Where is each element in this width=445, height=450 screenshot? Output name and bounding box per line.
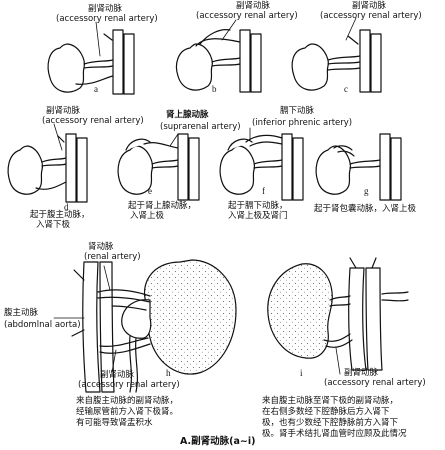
panel-e-note-2: 入肾上极 [130, 211, 165, 221]
kidney-f [219, 145, 255, 195]
aorta-h [82, 261, 101, 393]
panel-c-label-en: (accessory renal artery) [320, 11, 422, 21]
panel-e-letter: e [148, 186, 152, 196]
panel-a-label-en: (accessory renal artery) [56, 14, 158, 24]
kidney-a [47, 43, 85, 93]
aorta-c [359, 29, 371, 93]
panel-f-note-1: 起于膈下动脉， [228, 201, 288, 211]
panel-e-label-cn: 肾上腺动脉 [166, 110, 209, 120]
panel-c-letter: c [344, 84, 348, 94]
kidney-i [267, 263, 333, 359]
figure-caption: A.副肾动脉(a~i) [180, 436, 256, 447]
panel-c-label-cn: 副肾动脉 [352, 1, 387, 11]
panel-c-drawing [291, 29, 382, 93]
panel-d-note-1: 起于腹主动脉， [30, 210, 90, 220]
panel-h-acc-en: (accessory renal artery) [78, 380, 180, 390]
aorta-e [177, 133, 189, 201]
panel-h-note-3: 有可能导致肾盂积水 [76, 418, 153, 428]
leader-lines [53, 17, 357, 375]
aorta-i [348, 267, 367, 371]
panel-i-note-3: 极，也有少数经下腔静脉前方入肾下 [262, 418, 399, 428]
kidney-h [144, 259, 237, 375]
panel-i-letter: i [300, 368, 303, 378]
ivc-i [365, 267, 383, 371]
kidney-c [291, 43, 329, 91]
panel-b-label-cn: 副肾动脉 [236, 1, 271, 11]
panel-b-drawing [175, 29, 262, 93]
renal-pelvis-h [121, 299, 152, 339]
panel-h-aorta-cn: 腹主动脉 [4, 308, 39, 318]
panel-e-note-1: 起于肾上腺动脉， [128, 201, 197, 211]
panel-h-acc-cn: 副肾动脉 [100, 370, 135, 380]
panel-h-letter: h [166, 368, 171, 378]
panel-a-label-cn: 副肾动脉 [88, 4, 123, 14]
panel-d-drawing [7, 133, 88, 203]
panel-i-note-1: 来自腹主动脉至肾下极的副肾动脉， [262, 396, 399, 406]
panel-g-letter: g [364, 186, 369, 196]
ivc-d [76, 137, 88, 203]
ureter-h [128, 335, 139, 393]
panel-i-acc-cn: 副肾动脉 [344, 368, 379, 378]
panel-d-letter: d [64, 202, 69, 212]
aorta-a [112, 29, 124, 95]
panel-f-label-cn: 膈下动脉 [280, 106, 315, 116]
ivc-b [250, 33, 262, 93]
ivc-c [370, 33, 382, 93]
panel-f-letter: f [262, 186, 265, 196]
panel-f-label-en: (inferior phrenic artery) [252, 118, 353, 128]
panel-i-drawing [267, 257, 409, 371]
kidney-b [175, 43, 213, 91]
panel-d-label-en: (accessory renal artery) [42, 116, 144, 126]
ivc-g [390, 137, 402, 201]
aorta-b [239, 29, 251, 93]
panel-i-note-4: 极。肾手术结扎肾血管时应顾及此情况 [262, 429, 407, 439]
panel-h-renal-cn: 肾动脉 [88, 242, 114, 252]
aorta-g [379, 133, 391, 201]
panel-h-note-2: 经输尿管前方入肾下极肾。 [76, 407, 179, 417]
panel-b-letter: b [212, 84, 217, 94]
panel-g-note-1: 起于肾包囊动脉，入肾上极 [314, 204, 417, 214]
panel-e-label-en: (suprarenal artery) [160, 122, 241, 132]
panel-a-letter: a [94, 84, 98, 94]
aorta-d [65, 133, 77, 203]
panel-i-acc-en: (accessory renal artery) [324, 378, 426, 388]
panel-i-note-2: 在右侧多数经下腔静脉后方入肾下 [262, 407, 390, 417]
panel-e-drawing [117, 133, 200, 201]
panel-h-drawing [71, 259, 237, 393]
panel-f-note-2: 入肾上极及肾门 [228, 211, 288, 221]
panel-a-drawing [47, 29, 135, 95]
ivc-e [188, 137, 200, 201]
panel-g-drawing [315, 133, 402, 201]
panel-d-note-2: 入肾下极 [36, 220, 71, 230]
aorta-f [281, 133, 293, 201]
kidney-d [7, 145, 43, 195]
panel-h-renal-en: (renal artery) [84, 252, 141, 262]
ivc-h [99, 261, 115, 393]
panel-f-drawing [219, 133, 304, 201]
panel-b-label-en: (accessory renal artery) [196, 11, 298, 21]
ivc-f [292, 137, 304, 201]
panel-h-note-1: 来自腹主动脉的副肾动脉， [76, 396, 179, 406]
kidney-g [315, 145, 351, 195]
panel-d-label-cn: 副肾动脉 [46, 106, 81, 116]
adrenal-e [125, 138, 151, 151]
panel-h-aorta-en: (abdomlnal aorta) [4, 320, 81, 330]
ivc-a [123, 33, 135, 95]
